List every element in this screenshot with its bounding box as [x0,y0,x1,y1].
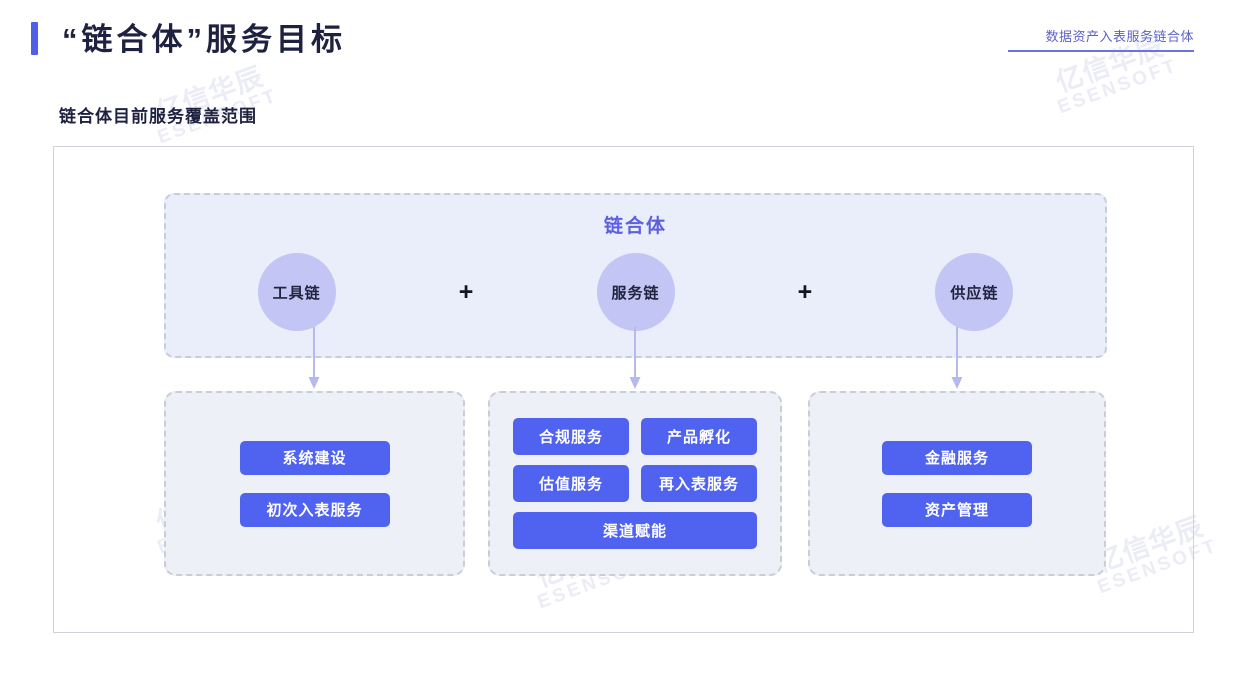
service-pill-label: 估值服务 [538,476,603,493]
diagram-frame: 链合体 工具链 + 服务链 + 供应链 [53,146,1194,633]
service-box-service-chain: 合规服务 产品孵化 估值服务 再入表服务 渠道赋能 [488,391,782,576]
chain-node-service[interactable]: 服务链 [596,253,675,331]
chain-node-row: 工具链 + 服务链 + 供应链 [166,253,1105,331]
service-box-supply-chain: 金融服务 资产管理 [808,391,1106,576]
chain-node-supply[interactable]: 供应链 [935,253,1014,331]
service-pill[interactable]: 合规服务 [513,418,629,455]
service-pill[interactable]: 产品孵化 [641,418,757,455]
corner-tag-underline [1008,50,1194,52]
section-subtitle: 链合体目前服务覆盖范围 [59,107,257,126]
chain-node-tool[interactable]: 工具链 [257,253,336,331]
service-pill[interactable]: 系统建设 [239,440,390,475]
chain-node-label: 服务链 [611,284,660,302]
service-pill-label: 系统建设 [282,450,347,467]
service-pill-grid: 合规服务 产品孵化 估值服务 再入表服务 渠道赋能 [513,418,757,549]
corner-tag-label: 数据资产入表服务链合体 [1045,29,1194,44]
plus-icon: + [797,277,813,306]
page-header: “链合体”服务目标 数据资产入表服务链合体 [0,0,1248,80]
service-pill[interactable]: 估值服务 [513,465,629,502]
service-pill-label: 再入表服务 [658,476,739,493]
service-pill-row: 估值服务 再入表服务 [513,465,757,502]
service-pill-label: 产品孵化 [666,429,731,446]
page-title: “链合体”服务目标 [62,22,346,57]
service-pill-row: 渠道赋能 [513,512,757,549]
service-pill-row: 合规服务 产品孵化 [513,418,757,455]
service-pill-label: 合规服务 [538,429,603,446]
arrow-service-chain-icon [628,327,642,391]
service-pill[interactable]: 资产管理 [882,492,1032,527]
service-pill-label: 资产管理 [924,502,989,519]
plus-icon: + [458,277,474,306]
service-pill[interactable]: 渠道赋能 [513,512,757,549]
chain-group-title: 链合体 [603,216,667,237]
corner-tag: 数据资产入表服务链合体 [1008,26,1194,52]
title-accent-bar [31,22,38,55]
service-pill[interactable]: 初次入表服务 [239,492,390,527]
service-pill[interactable]: 金融服务 [882,440,1032,475]
arrow-supply-chain-icon [950,327,964,391]
chain-node-label: 供应链 [950,284,999,302]
service-pill-label: 渠道赋能 [602,523,667,540]
arrow-tool-chain-icon [307,327,321,391]
chain-node-label: 工具链 [272,284,321,302]
service-pill[interactable]: 再入表服务 [641,465,757,502]
service-box-tool-chain: 系统建设 初次入表服务 [164,391,465,576]
service-pill-label: 金融服务 [924,450,989,467]
service-pill-label: 初次入表服务 [266,502,363,519]
